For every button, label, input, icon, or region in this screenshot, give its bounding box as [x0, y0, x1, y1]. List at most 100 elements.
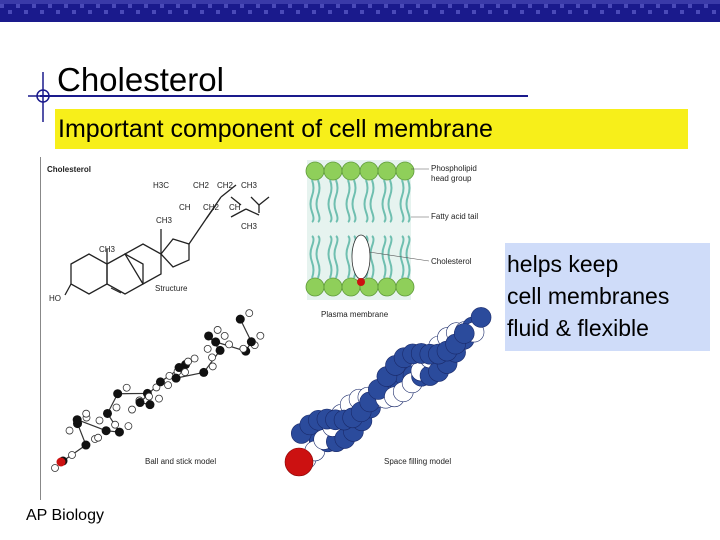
- label-ch-right: CH: [229, 203, 241, 212]
- carbon-atom: [81, 440, 91, 450]
- label-head-group: head group: [431, 174, 472, 183]
- label-ch3-mid: CH3: [156, 216, 173, 225]
- carbon-atom: [72, 415, 82, 425]
- callout-line-3: fluid & flexible: [507, 315, 649, 341]
- hydrogen-atom: [203, 344, 212, 353]
- label-ch2-a: CH2: [193, 181, 210, 190]
- carbon-atom: [235, 314, 245, 324]
- membrane-caption: Plasma membrane: [321, 310, 389, 319]
- carbon-atom: [211, 337, 221, 347]
- fatty-acid-tail: [351, 179, 357, 223]
- carbon-atom: [113, 389, 123, 399]
- hydrogen-atom: [245, 309, 254, 318]
- fatty-acid-tail: [315, 235, 321, 279]
- hydrogen-atom: [190, 354, 199, 363]
- label-ch2-c: CH2: [203, 203, 220, 212]
- cholesterol-figure: Cholesterol: [40, 157, 494, 500]
- hydrogen-atom: [213, 326, 222, 334]
- label-ch: CH: [179, 203, 191, 212]
- hydrogen-atom: [68, 451, 76, 459]
- hydrogen-atom: [82, 409, 91, 418]
- fatty-acid-tail: [333, 179, 339, 223]
- hydrogen-atom: [208, 353, 216, 362]
- callout-box: helps keep cell membranes fluid & flexib…: [505, 243, 710, 351]
- top-banner: [0, 0, 720, 22]
- carbon-atom: [114, 427, 124, 437]
- label-h3c: H3C: [153, 181, 169, 190]
- oxygen-atom: [284, 447, 314, 477]
- hydrogen-atom: [111, 420, 120, 429]
- label-cholesterol: Cholesterol: [431, 257, 472, 266]
- phospholipid-head: [323, 161, 343, 181]
- hydrogen-atom: [124, 422, 133, 431]
- hydrogen-atom: [145, 392, 153, 401]
- carbon-atom: [145, 400, 155, 410]
- hydrogen-atom: [225, 340, 233, 349]
- hydrogen-atom: [181, 368, 189, 377]
- slide-subtitle: Important component of cell membrane: [58, 115, 493, 143]
- hydrogen-atom: [94, 433, 103, 442]
- phospholipid-head: [305, 161, 325, 181]
- fatty-acid-tail: [333, 235, 339, 279]
- fatty-acid-tail: [387, 179, 393, 223]
- carbon-atom: [135, 398, 145, 408]
- carbon-atom: [246, 337, 256, 347]
- title-underline: [40, 95, 528, 97]
- fatty-acid-tail: [327, 235, 333, 279]
- fatty-acid-tail: [405, 179, 411, 223]
- fatty-acid-tail: [345, 179, 351, 223]
- subtitle-highlight: [55, 109, 688, 149]
- carbon-atom: [204, 331, 214, 341]
- figure-heading: Cholesterol: [47, 165, 91, 174]
- carbon-atom: [155, 377, 165, 387]
- hydrogen-atom: [256, 331, 265, 340]
- hydrogen-atom: [155, 394, 163, 403]
- oxygen-atom: [56, 457, 66, 467]
- fatty-acid-tail: [399, 179, 405, 223]
- fatty-acid-tail: [369, 235, 375, 279]
- space-filling-model: [284, 307, 492, 477]
- slide-title: Cholesterol: [57, 61, 224, 98]
- callout-line-1: helps keep: [507, 251, 619, 277]
- fatty-acid-tail: [315, 179, 321, 223]
- fatty-acid-tail: [327, 179, 333, 223]
- ball-stick-caption: Ball and stick model: [145, 457, 216, 466]
- bond: [175, 371, 204, 379]
- label-ch3-top: CH3: [241, 181, 258, 190]
- hydrogen-atom: [239, 344, 248, 353]
- label-ch3-right: CH3: [241, 222, 258, 231]
- fatty-acid-tail: [399, 235, 405, 279]
- label-ho: HO: [49, 294, 61, 303]
- hydrogen-atom: [164, 381, 172, 390]
- phospholipid-head: [305, 277, 325, 297]
- footer-label: AP Biology: [26, 507, 104, 524]
- phospholipid-head: [323, 277, 343, 297]
- carbon-atom: [102, 408, 112, 418]
- label-ch2-b: CH2: [217, 181, 234, 190]
- hydrogen-atom: [122, 383, 131, 392]
- label-phospholipid: Phospholipid: [431, 164, 477, 173]
- phospholipid-head: [395, 161, 415, 181]
- carbon-atom: [101, 426, 111, 436]
- carbon-atom: [199, 367, 209, 377]
- space-filling-caption: Space filling model: [384, 457, 451, 466]
- hydrogen-atom: [95, 416, 104, 425]
- fatty-acid-tail: [405, 235, 411, 279]
- ball-and-stick-model: [51, 309, 265, 472]
- hydrogen-atom: [112, 403, 121, 412]
- crosshair-icon: [28, 72, 58, 122]
- fatty-acid-tail: [369, 179, 375, 223]
- fatty-acid-tail: [381, 179, 387, 223]
- label-fatty-acid: Fatty acid tail: [431, 212, 478, 221]
- hydrogen-atom: [208, 362, 217, 371]
- hydrogen-atom: [65, 426, 74, 435]
- fatty-acid-tail: [309, 179, 315, 223]
- hydrogen-atom: [51, 464, 59, 472]
- structural-formula: [64, 184, 270, 296]
- hydrogen-atom: [184, 357, 192, 366]
- hydrogen-atom: [220, 331, 229, 340]
- hydrogen-atom: [128, 405, 136, 414]
- phospholipid-head: [359, 161, 379, 181]
- space-filling-atom: [470, 307, 492, 328]
- bond: [203, 350, 221, 373]
